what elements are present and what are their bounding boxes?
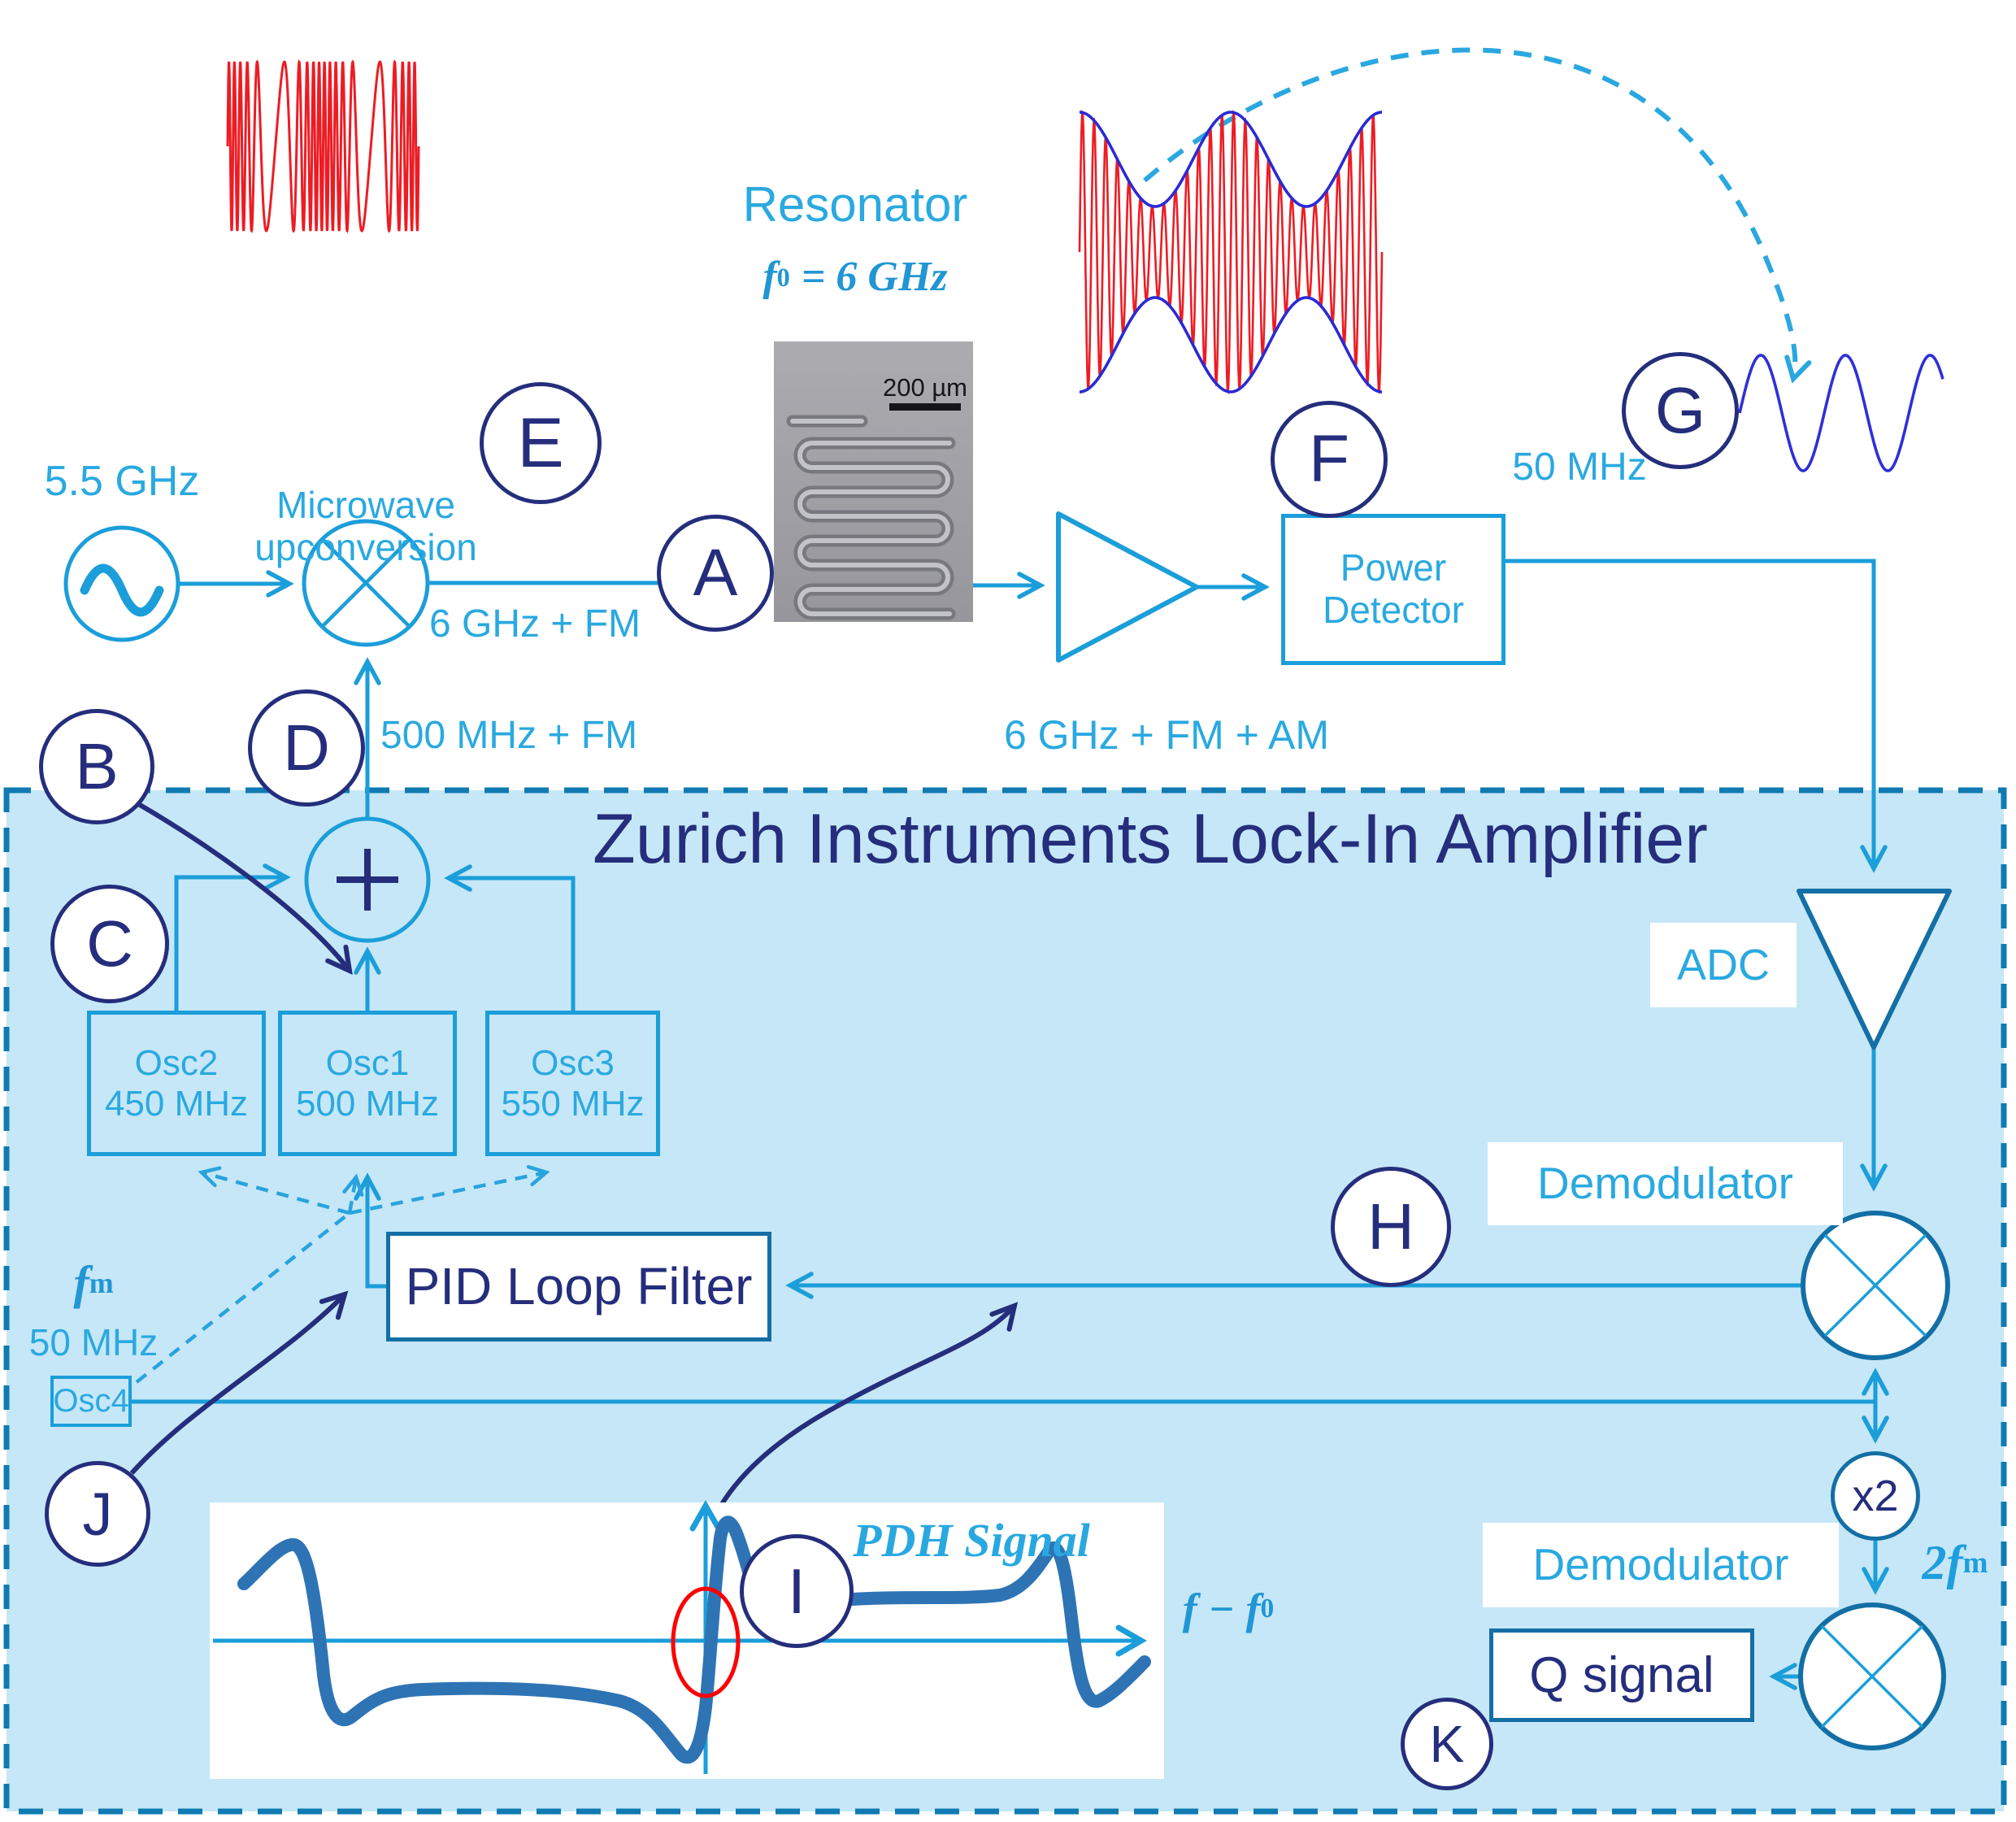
marker-g: G (1622, 352, 1739, 469)
osc4-name: Osc4 (53, 1383, 129, 1420)
demod-sine (1738, 354, 1944, 472)
mixer-cross-icon (321, 538, 411, 628)
dash-feedback-curve (1143, 47, 1812, 384)
demodulator2-label: Demodulator (1532, 1539, 1789, 1590)
osc1-freq: 500 MHz (295, 1083, 440, 1124)
line-pid-osc1 (354, 1172, 386, 1289)
twofm-sub: m (1962, 1546, 1988, 1581)
curve-b-pointer (127, 796, 353, 976)
scale-bar (889, 403, 961, 411)
fm-sub: m (89, 1266, 114, 1299)
demod2-mixer (1798, 1602, 1946, 1750)
marker-e: E (480, 382, 602, 504)
marker-k: K (1401, 1698, 1493, 1790)
adder-output-label: 500 MHz + FM (380, 714, 638, 758)
source-symbol (63, 525, 180, 642)
dash-node-osc1 (342, 1173, 364, 1214)
mixer-cross-icon (1823, 1233, 1927, 1337)
upconversion-label-line2: upconversion (254, 526, 477, 568)
demodulator1-label: Demodulator (1537, 1158, 1793, 1209)
power-detector-line1: Power (1340, 546, 1447, 589)
osc3-freq: 550 MHz (501, 1083, 645, 1124)
marker-d: D (248, 689, 365, 807)
adc-icon (1797, 889, 1952, 1050)
osc1-box: Osc1 500 MHz (278, 1011, 457, 1156)
q-signal-label: Q signal (1529, 1646, 1714, 1703)
curve-j-pointer (129, 1290, 349, 1475)
twofm-base: 2f (1922, 1536, 1963, 1590)
demod1-mixer (1801, 1211, 1950, 1360)
mod-freq-value: 50 MHz (28, 1321, 159, 1364)
marker-i: I (740, 1534, 854, 1648)
am-envelope-top (1080, 111, 1382, 208)
resonator-freq-sub: 0 (776, 262, 790, 292)
osc2-name: Osc2 (134, 1043, 219, 1084)
plus-icon (337, 849, 398, 911)
sine-icon (80, 563, 164, 617)
osc3-box: Osc3 550 MHz (485, 1011, 660, 1156)
line-osc3-adder (444, 864, 576, 1011)
marker-a: A (657, 515, 774, 632)
resonator-photo: 200 µm (774, 341, 973, 622)
scale-bar-label: 200 µm (883, 373, 967, 402)
am-envelope-bottom (1080, 296, 1382, 394)
upconversion-label-line1: Microwave (276, 484, 455, 527)
amplifier-icon (1056, 511, 1199, 663)
dash-osc4-node (135, 1211, 351, 1384)
x2-label: x2 (1852, 1471, 1899, 1520)
dash-node-osc2 (198, 1166, 350, 1215)
line-detector-adc (1505, 559, 1888, 873)
osc2-freq: 450 MHz (104, 1083, 249, 1124)
pdh-axis-base: f − f (1182, 1584, 1261, 1633)
lockin-title: Zurich Instruments Lock-In Amplifier (593, 799, 1708, 878)
fm-base: f (73, 1255, 89, 1309)
adc-label: ADC (1676, 940, 1770, 989)
resonator-freq-rest: = 6 GHz (801, 253, 948, 300)
pdh-lock-point-ellipse (671, 1586, 741, 1698)
marker-h: H (1331, 1167, 1451, 1287)
pdh-plot (210, 1499, 1164, 1779)
pid-loop-filter-label: PID Loop Filter (405, 1256, 753, 1315)
am-carrier (1078, 109, 1384, 395)
upconversion-mixer (302, 519, 430, 647)
marker-c: C (50, 885, 169, 1003)
osc2-box: Osc2 450 MHz (87, 1011, 266, 1156)
detector-output-label: 50 MHz (1512, 446, 1647, 489)
marker-j: J (45, 1461, 150, 1567)
osc1-name: Osc1 (325, 1043, 410, 1084)
upconversion-output-label: 6 GHz + FM (429, 602, 641, 646)
osc3-name: Osc3 (531, 1043, 615, 1084)
detector-input-label: 6 GHz + FM + AM (1003, 712, 1330, 758)
resonator-meander-inner (790, 419, 952, 616)
mixer-cross-icon (1820, 1624, 1924, 1729)
source-freq-label: 5.5 GHz (44, 457, 200, 505)
power-detector-line2: Detector (1323, 589, 1464, 631)
pdh-axis-sub: 0 (1260, 1594, 1275, 1624)
fm-waveform (226, 59, 420, 233)
marker-b: B (39, 709, 154, 824)
pdh-title: PDH Signal (853, 1513, 1090, 1567)
resonator-freq-base: f (763, 253, 777, 300)
pdh-curve (237, 1515, 1151, 1764)
marker-f: F (1271, 401, 1388, 518)
resonator-title: Resonator (742, 177, 968, 233)
adder-symbol (304, 816, 431, 943)
